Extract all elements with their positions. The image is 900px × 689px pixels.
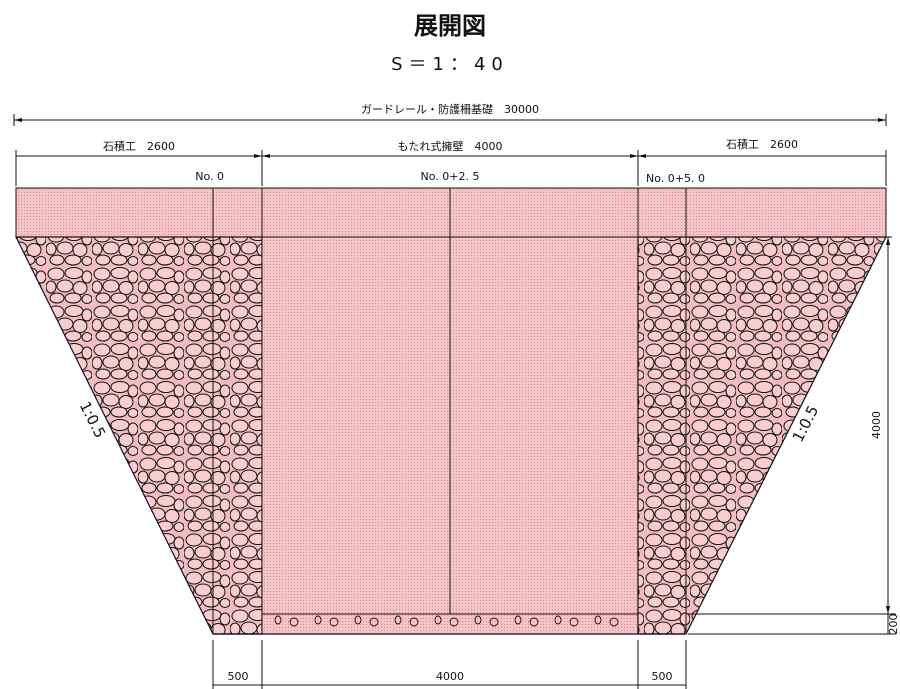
left-section-label: 石積工 2600	[103, 139, 175, 153]
section-dimension-line	[15, 150, 887, 186]
bottom-left-dimension: 500	[228, 670, 249, 683]
height-dimension-label: 4000	[870, 411, 883, 439]
overall-dimension-line	[13, 114, 887, 126]
base-dimension-label: 200	[887, 614, 900, 635]
overall-dimension-label: ガードレール・防護柵基礎 30000	[361, 102, 539, 116]
center-retaining-wall	[261, 236, 639, 635]
center-section-label: もたれ式擁壁 4000	[398, 139, 503, 153]
guardrail-foundation-band	[15, 187, 887, 238]
station-center: No. 0+2. 5	[421, 170, 480, 183]
station-left: No. 0	[195, 170, 224, 183]
right-section-label: 石積工 2600	[726, 137, 798, 151]
left-stone-masonry	[15, 236, 263, 635]
bottom-dimension-line	[212, 640, 687, 689]
height-dimension-line	[688, 236, 896, 635]
right-stone-masonry	[637, 236, 887, 635]
scale-label: S＝1：40	[391, 54, 509, 75]
drawing-title: 展開図	[414, 12, 486, 40]
bottom-right-dimension: 500	[652, 670, 673, 683]
bottom-center-dimension: 4000	[436, 670, 464, 683]
station-right: No. 0+5. 0	[646, 172, 705, 185]
